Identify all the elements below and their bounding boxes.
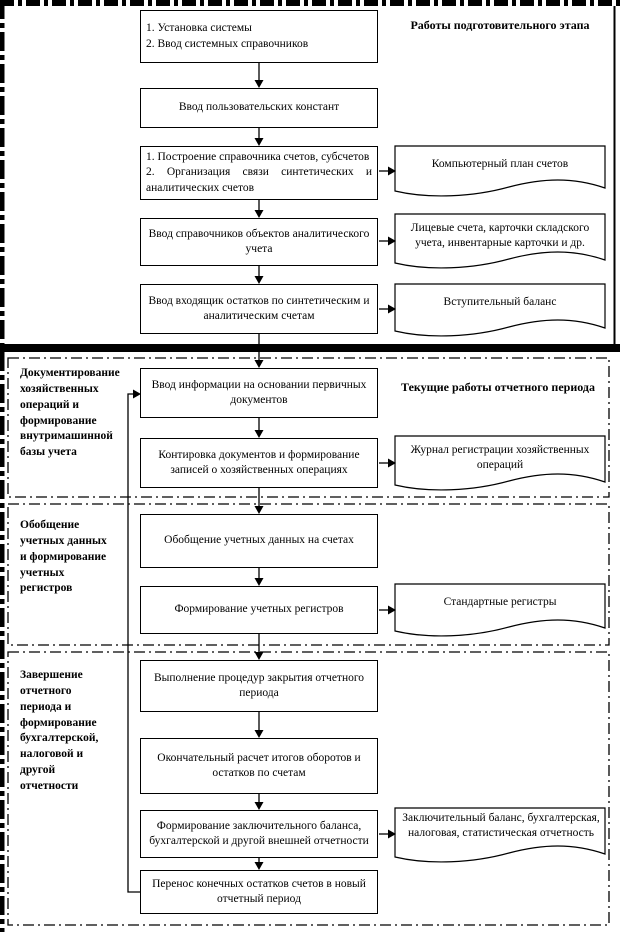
arrow-right-icon: [388, 166, 396, 176]
arrow-down-icon: [254, 210, 264, 218]
process-box-text: Окончательный расчет итогов оборотов и о…: [157, 751, 361, 779]
section-label-closing: Завершение отчетного периода и формирова…: [20, 669, 99, 793]
arrow-down-icon: [254, 276, 264, 284]
document-shape-operations-journal: [394, 435, 606, 491]
arrow-down-icon: [254, 730, 264, 738]
feedback-arrow-right-icon: [133, 389, 141, 399]
document-shape-final-reporting: [394, 807, 606, 863]
process-box-final-turnovers: Окончательный расчет итогов оборотов и о…: [140, 738, 378, 794]
arrow-down-icon: [254, 80, 264, 88]
document-shape-computer-chart-of-accounts: [394, 145, 606, 197]
process-box-text: Ввод входящик остатков по синтетическим …: [148, 294, 370, 322]
process-box-text: Ввод информации на основании первичных д…: [151, 378, 367, 406]
section-label-summarization: Обобщение учетных данных и формирование …: [20, 519, 107, 595]
process-box-text-line: 2. Организация связи синтетических и ана…: [146, 166, 372, 194]
process-box-chart-of-accounts-build: 1. Построение справочника счетов, субсче…: [140, 146, 378, 200]
arrow-right-icon: [388, 236, 396, 246]
process-box-text: Формирование учетных регистров: [174, 603, 344, 616]
process-box-text: Формирование заключительного баланса, бу…: [149, 819, 369, 847]
document-shape-opening-balance: [394, 283, 606, 337]
document-label-final-reporting: Заключительный баланс, бухгалтерская, на…: [402, 812, 600, 840]
section-border-documenting: [7, 357, 610, 498]
arrow-down-icon: [254, 360, 264, 368]
stage-header-preparatory: Работы подготовительного этапа: [410, 18, 590, 32]
process-box-analytic-dictionaries: Ввод справочников объектов аналитическог…: [140, 218, 378, 266]
arrow-right-icon: [388, 605, 396, 615]
document-label-computer-chart-of-accounts: Компьютерный план счетов: [431, 158, 569, 170]
document-label-opening-balance: Вступительный баланс: [443, 296, 557, 308]
process-box-text: 1. Установка системы 2. Ввод системных с…: [146, 22, 309, 50]
process-box-period-closing: Выполнение процедур закрытия отчетного п…: [140, 660, 378, 712]
process-box-text-line: 1. Построение справочника счетов, субсче…: [146, 151, 370, 164]
arrow-down-icon: [254, 138, 264, 146]
arrow-down-icon: [254, 506, 264, 514]
arrow-right-icon: [388, 458, 396, 468]
feedback-loop-line: [127, 393, 140, 893]
arrow-down-icon: [254, 862, 264, 870]
process-box-text: Контировка документов и формирование зап…: [158, 448, 360, 476]
process-box-text: Обобщение учетных данных на счетах: [164, 534, 354, 547]
document-shape-personal-accounts-cards: [394, 213, 606, 269]
section-border-closing: [7, 651, 610, 926]
process-box-user-constants: Ввод пользовательских констант: [140, 88, 378, 128]
stage-header-current: Текущие работы отчетного периода: [401, 380, 595, 394]
process-box-final-reporting: Формирование заключительного баланса, бу…: [140, 810, 378, 858]
section-label-documenting: Документирование хозяйственных операций …: [20, 367, 120, 459]
process-box-balance-carryover: Перенос конечных остатков счетов в новый…: [140, 870, 378, 914]
process-box-text: Ввод пользовательских констант: [178, 101, 340, 114]
arrow-down-icon: [254, 802, 264, 810]
document-label-standard-registers: Стандартные регистры: [443, 596, 557, 608]
process-box-system-setup: 1. Установка системы 2. Ввод системных с…: [140, 10, 378, 63]
process-box-text: Перенос конечных остатков счетов в новый…: [152, 877, 366, 905]
process-box-accounts-summarization: Обобщение учетных данных на счетах: [140, 514, 378, 568]
process-box-primary-documents-input: Ввод информации на основании первичных д…: [140, 368, 378, 418]
arrow-down-icon: [254, 652, 264, 660]
stage-separator-bar: [0, 344, 620, 352]
arrow-down-icon: [254, 578, 264, 586]
process-box-document-posting: Контировка документов и формирование зап…: [140, 438, 378, 488]
process-box-registers-generation: Формирование учетных регистров: [140, 586, 378, 634]
process-box-text: Ввод справочников объектов аналитическог…: [148, 227, 370, 255]
document-label-personal-accounts-cards: Лицевые счета, карточки складского учета…: [410, 222, 590, 250]
arrow-right-icon: [388, 304, 396, 314]
process-box-text: 1. Построение справочника счетов, субсче…: [141, 149, 377, 197]
document-label-operations-journal: Журнал регистрации хозяйственных операци…: [410, 444, 590, 472]
process-box-opening-balances-input: Ввод входящик остатков по синтетическим …: [140, 284, 378, 334]
section-border-summarization: [7, 503, 610, 646]
document-shape-standard-registers: [394, 583, 606, 637]
arrow-right-icon: [388, 829, 396, 839]
process-box-text: Выполнение процедур закрытия отчетного п…: [153, 671, 365, 699]
arrow-down-icon: [254, 430, 264, 438]
